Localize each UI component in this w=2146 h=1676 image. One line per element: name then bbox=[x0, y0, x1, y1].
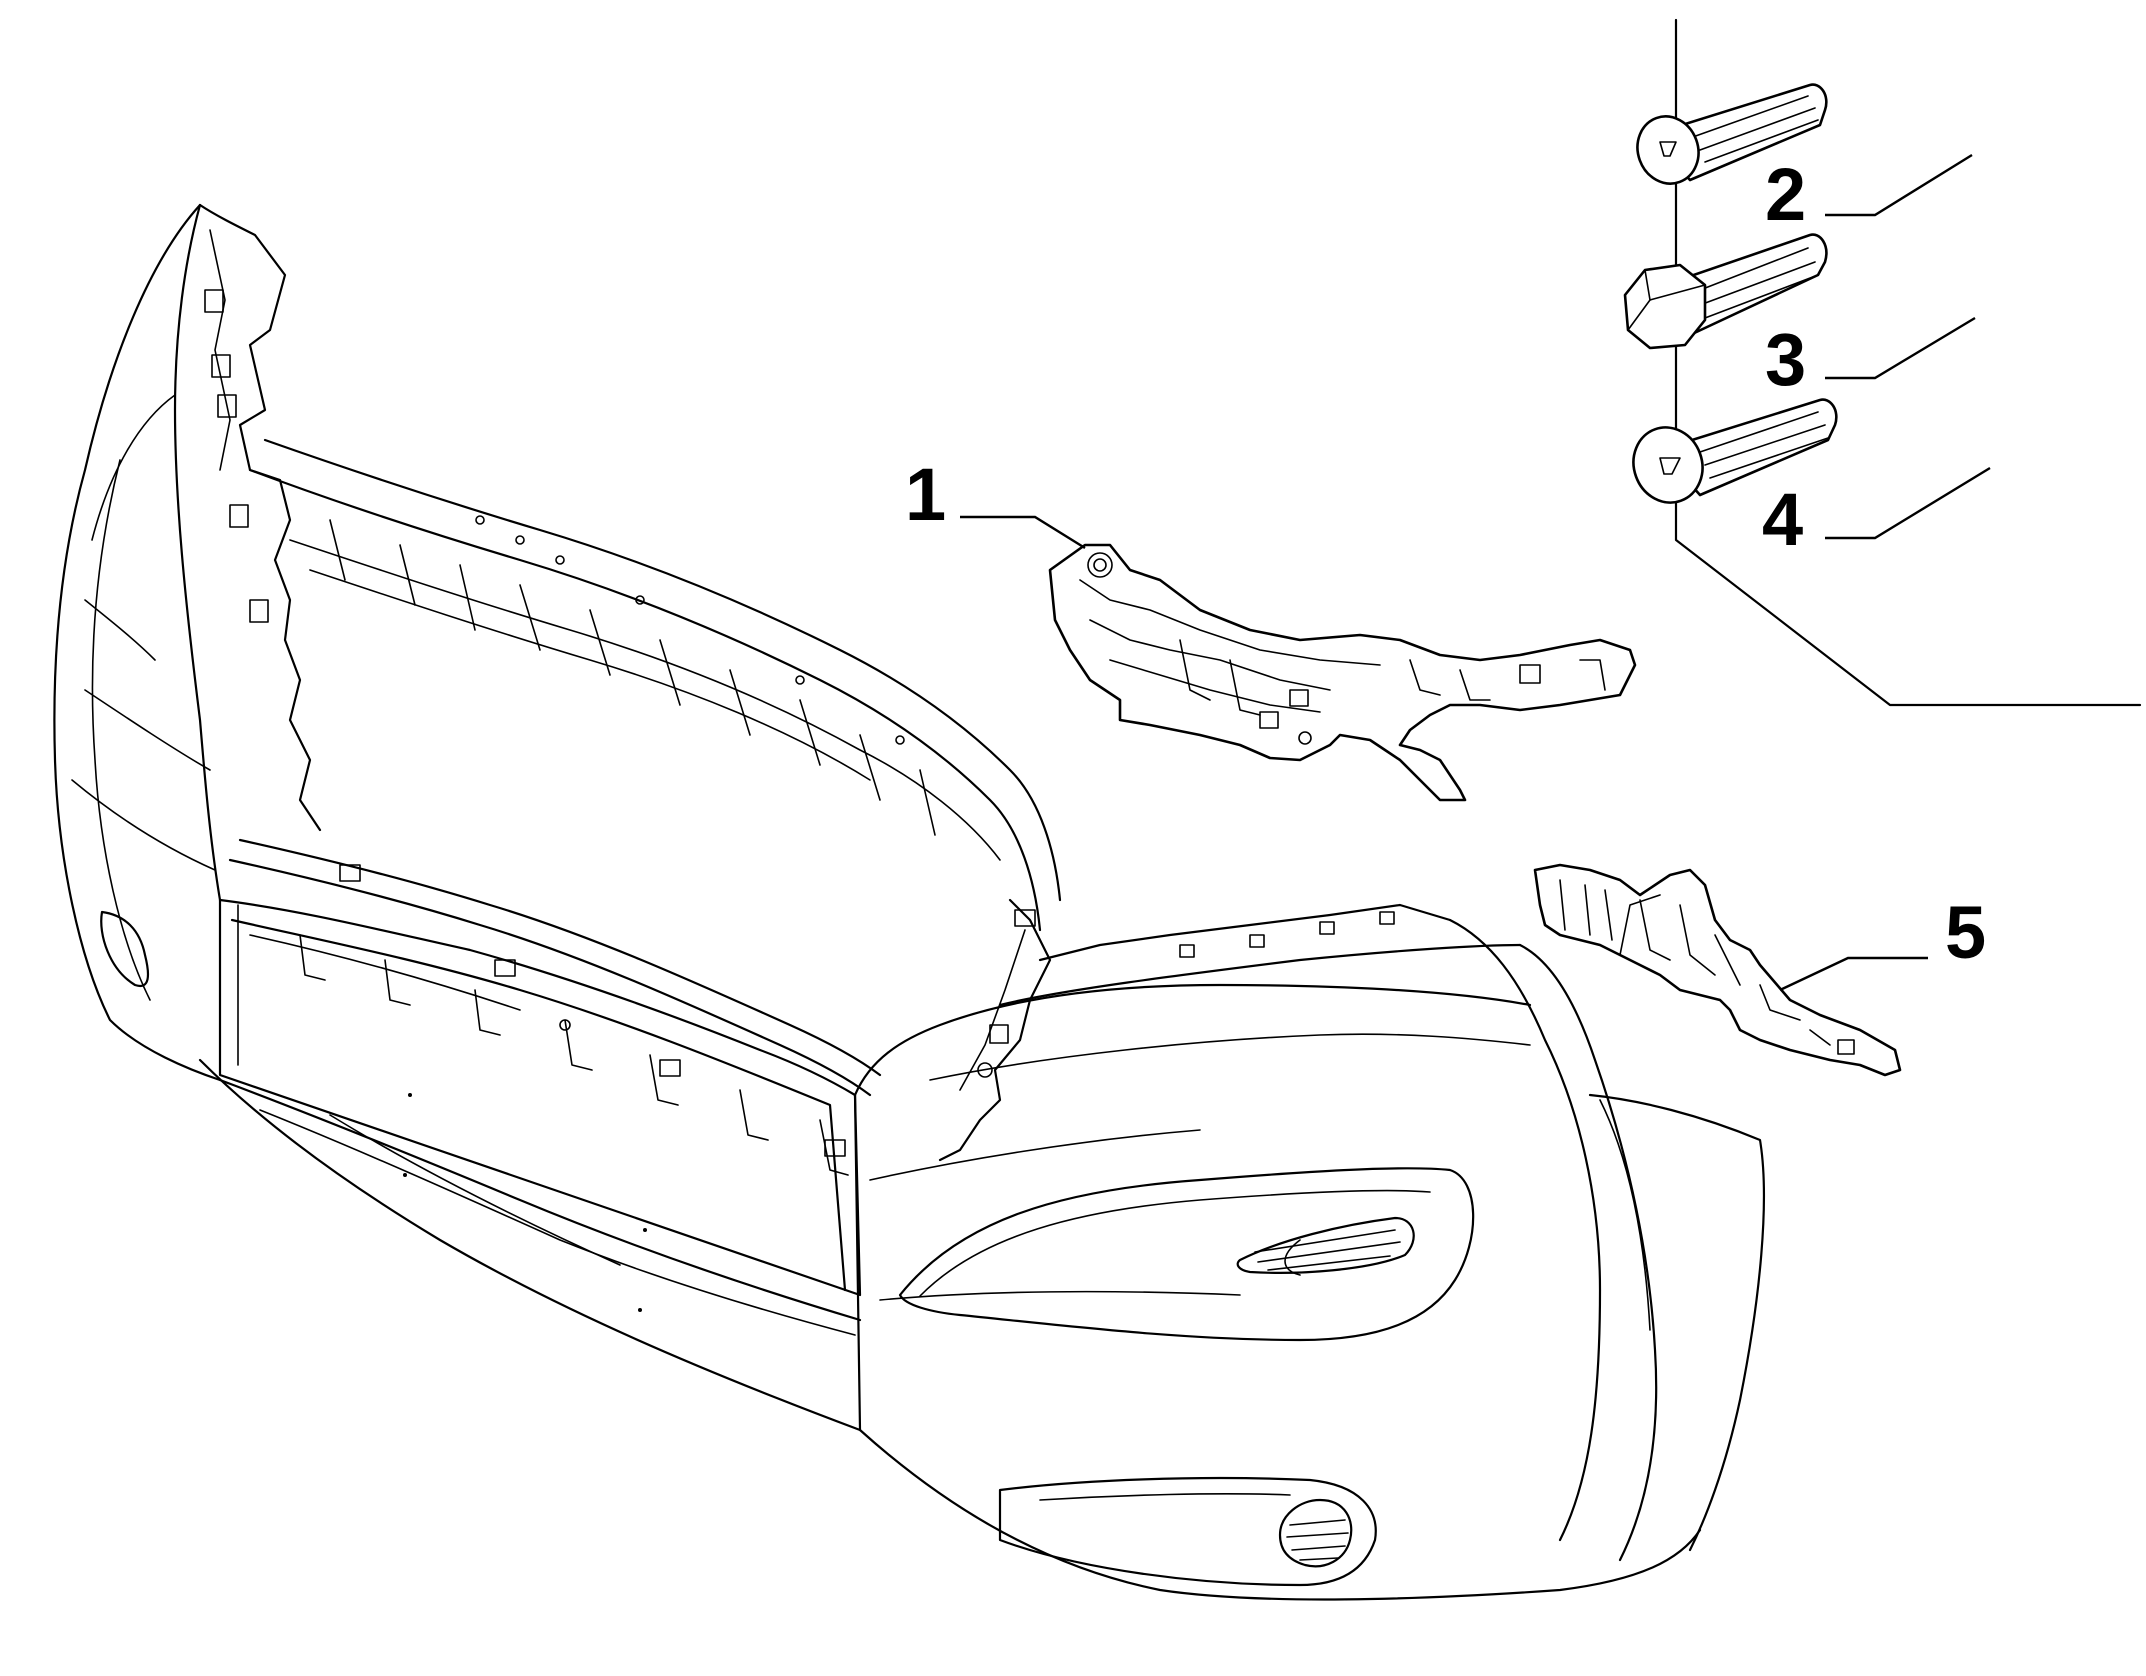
callout-5: 5 bbox=[1945, 891, 1986, 974]
callout-4: 4 bbox=[1762, 478, 1803, 561]
part-3-bolt bbox=[1623, 233, 1828, 350]
upper-support-frame bbox=[198, 203, 1452, 1162]
leader-5 bbox=[1779, 956, 1928, 992]
leader-1 bbox=[960, 515, 1086, 550]
callout-labels: 1 2 3 4 5 bbox=[905, 153, 1986, 974]
part-5-bracket bbox=[1533, 863, 1902, 1077]
callout-1: 1 bbox=[905, 453, 946, 536]
part-1-bracket bbox=[1048, 543, 1637, 802]
part-2-screw bbox=[1636, 83, 1828, 185]
leader-3 bbox=[1825, 316, 1976, 380]
part-4-screw bbox=[1632, 398, 1838, 504]
leader-lines bbox=[960, 153, 1991, 992]
bumper-cover bbox=[53, 203, 1765, 1601]
leader-2 bbox=[1825, 153, 1973, 217]
leader-4 bbox=[1825, 466, 1991, 540]
callout-3: 3 bbox=[1765, 318, 1806, 401]
callout-2: 2 bbox=[1765, 153, 1806, 236]
